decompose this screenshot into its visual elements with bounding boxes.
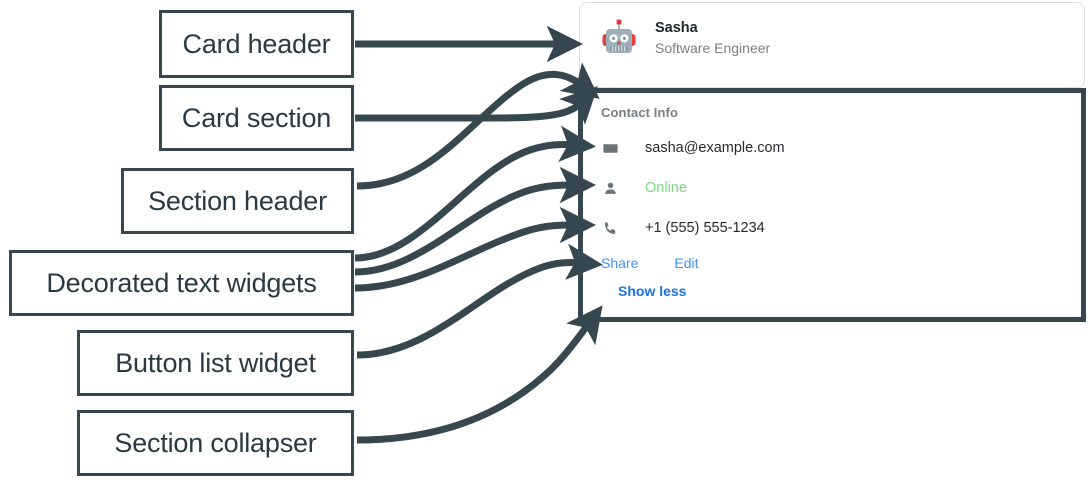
decorated-text-widget-email[interactable]: sasha@example.com [601,138,785,158]
arrow-section-header [356,62,600,190]
arrow-decorated-text-1 [354,125,596,262]
annotation-label-text: Button list widget [115,347,316,378]
card-header[interactable]: Sasha Software Engineer [598,17,770,59]
decorated-text-value-status: Online [645,179,687,196]
annotation-label-card-section: Card section [159,85,354,151]
arrow-button-list [356,243,603,359]
decorated-text-widget-status[interactable]: Online [601,178,687,198]
decorated-text-value: sasha@example.com [645,139,785,156]
card-section-inner: Contact Info sasha@example.com Online [583,93,1081,317]
button-list-widget: Share Edit [601,256,698,270]
section-header: Contact Info [601,105,679,120]
annotation-label-section-header: Section header [121,168,354,234]
annotation-label-decorated-text-widgets: Decorated text widgets [9,250,354,316]
annotation-label-card-header: Card header [159,10,354,78]
card-header-subtitle: Software Engineer [655,39,771,56]
annotation-label-text: Section header [148,185,327,216]
arrow-section-collapser [356,305,603,444]
arrow-decorated-text-3 [354,206,596,292]
card-header-title: Sasha [655,20,698,37]
share-button[interactable]: Share [601,255,639,271]
arrow-decorated-text-2 [354,166,596,276]
edit-button[interactable]: Edit [674,255,699,271]
robot-avatar-icon [602,19,636,53]
annotation-label-text: Decorated text widgets [46,267,317,298]
card: Sasha Software Engineer [579,2,1085,88]
decorated-text-value: +1 (555) 555-1234 [645,219,765,236]
annotation-label-text: Card header [182,28,331,59]
card-section: Contact Info sasha@example.com Online [578,88,1086,322]
annotation-label-button-list-widget: Button list widget [77,330,354,396]
section-collapser-button[interactable]: Show less [618,283,687,299]
person-icon [601,179,619,197]
decorated-text-widget-phone[interactable]: +1 (555) 555-1234 [601,218,765,238]
arrow-card-section [355,86,598,125]
annotation-label-text: Card section [181,102,332,133]
annotation-label-section-collapser: Section collapser [77,410,354,476]
card-header-text: Sasha Software Engineer [655,21,770,55]
phone-icon [601,219,619,237]
envelope-icon [601,139,619,157]
annotation-label-text: Section collapser [114,427,317,458]
